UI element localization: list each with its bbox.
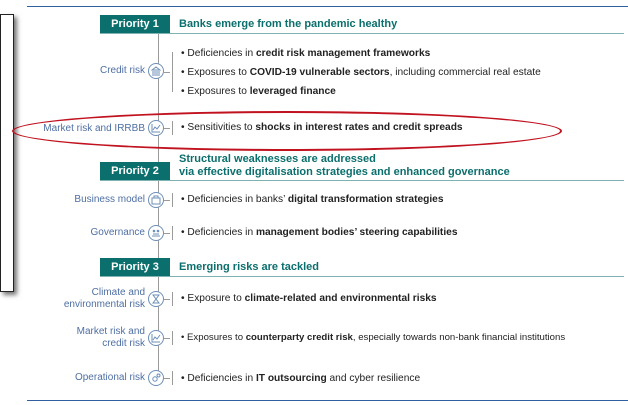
priority-1-underline: [100, 33, 624, 34]
priority-3-badge: Priority 3: [100, 258, 170, 276]
credit-risk-bracket: [172, 52, 178, 92]
priority-1-badge: Priority 1: [100, 15, 170, 33]
bracket: [172, 193, 178, 207]
priority-3-title: Emerging risks are tackled: [179, 261, 320, 273]
category-climate-line2: environmental risk: [63, 299, 145, 310]
bullet-item: • Exposures to counterparty credit risk,…: [181, 332, 566, 343]
gears-icon: [148, 370, 164, 386]
tick: [164, 233, 170, 234]
bullet-item: • Deficiencies in management bodies’ ste…: [181, 227, 458, 238]
bullet-item: • Exposure to climate-related and enviro…: [181, 293, 437, 304]
bracket: [172, 292, 178, 306]
category-market-credit-line2: credit risk: [102, 338, 145, 349]
priority-1-title: Banks emerge from the pandemic healthy: [179, 18, 398, 30]
highlight-oval: [12, 111, 562, 151]
category-climate-line1: Climate and: [91, 287, 145, 298]
tick: [164, 200, 170, 201]
category-credit-risk: Credit risk: [99, 65, 145, 76]
bullet-item: • Deficiencies in banks’ digital transfo…: [181, 194, 444, 205]
bottom-rule: [27, 400, 628, 401]
category-operational: Operational risk: [74, 372, 145, 383]
tick: [164, 72, 170, 73]
bank-icon: [148, 63, 164, 79]
bullet-item: • Deficiencies in IT outsourcing and cyb…: [181, 373, 421, 384]
top-rule: [27, 6, 628, 7]
category-governance: Governance: [90, 227, 145, 238]
priority-2-title-line1: Structural weaknesses are addressed: [179, 153, 376, 165]
priority-2-badge: Priority 2: [100, 162, 170, 180]
category-market-credit-line1: Market risk and: [76, 326, 145, 337]
side-panel-edge: [0, 14, 14, 292]
priority-2-title-line2: via effective digitalisation strategies …: [179, 166, 510, 178]
tick: [164, 299, 170, 300]
category-business-model: Business model: [74, 194, 145, 205]
bullet-item: • Deficiencies in credit risk management…: [181, 48, 431, 59]
bullet-item: • Exposures to leveraged finance: [181, 86, 336, 97]
bracket: [172, 226, 178, 240]
priority-2-underline: [100, 180, 624, 181]
tick: [164, 338, 170, 339]
governance-icon: [148, 225, 164, 241]
tick: [164, 378, 170, 379]
chart-icon: [148, 330, 164, 346]
bracket: [172, 331, 178, 345]
bullet-item: • Exposures to COVID-19 vulnerable secto…: [181, 67, 541, 78]
hourglass-icon: [148, 291, 164, 307]
bracket: [172, 371, 178, 385]
priority-3-underline: [100, 276, 624, 277]
business-model-icon: [148, 192, 164, 208]
